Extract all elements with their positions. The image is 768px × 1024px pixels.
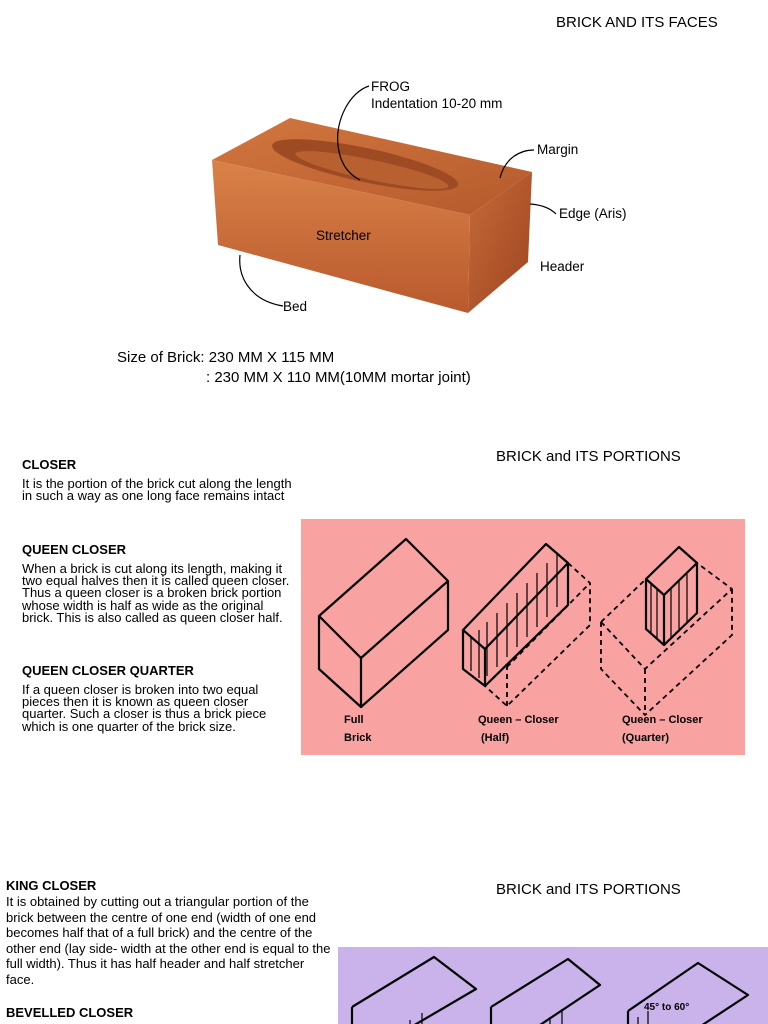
- king-closer-heading: KING CLOSER: [6, 878, 97, 893]
- page1-title: BRICK AND ITS FACES: [556, 14, 718, 31]
- frog-sub-label: Indentation 10-20 mm: [371, 96, 503, 111]
- stretcher-label: Stretcher: [316, 228, 371, 243]
- queen-half-caption-2: (Half): [481, 732, 510, 744]
- king-closer-drawing: [350, 955, 750, 1024]
- queen-half-caption-1: Queen – Closer: [478, 714, 559, 726]
- full-brick-caption-1: Full: [344, 714, 364, 726]
- queen-closer-half-drawing: [461, 542, 591, 707]
- page2-title: BRICK and ITS PORTIONS: [496, 448, 681, 465]
- queen-closer-text: When a brick is cut along its length, ma…: [22, 561, 290, 625]
- queen-quarter-caption-2: (Quarter): [622, 732, 670, 744]
- full-brick-caption-2: Brick: [344, 732, 372, 744]
- brick-size-line-1: Size of Brick: 230 MM X 115 MM: [117, 349, 335, 366]
- brick-portions-figure: Full Brick Queen – Closer (Half) Queen –…: [301, 519, 745, 755]
- queen-closer-quarter-drawing: [600, 545, 733, 716]
- brick-illustration: [212, 85, 557, 313]
- bed-label: Bed: [283, 299, 308, 314]
- king-closer-text: It is obtained by cutting out a triangul…: [6, 894, 331, 987]
- margin-label: Margin: [537, 142, 579, 157]
- brick-size-line-2: : 230 MM X 110 MM(10MM mortar joint): [206, 369, 471, 386]
- edge-label: Edge (Aris): [559, 206, 627, 221]
- queen-quarter-caption-1: Queen – Closer: [622, 714, 703, 726]
- king-closer-figure: 45° to 60°: [338, 947, 768, 1024]
- queen-closer-heading: QUEEN CLOSER: [22, 542, 127, 557]
- closer-text: It is the portion of the brick cut along…: [22, 476, 292, 504]
- page3-title: BRICK and ITS PORTIONS: [496, 881, 681, 898]
- closer-heading: CLOSER: [22, 457, 77, 472]
- frog-label: FROG: [371, 79, 410, 94]
- brick-stretcher-face: [212, 160, 470, 313]
- queen-quarter-text: If a queen closer is broken into two equ…: [22, 682, 267, 734]
- brick-portions-drawing: [317, 537, 733, 716]
- queen-quarter-heading: QUEEN CLOSER QUARTER: [22, 663, 194, 678]
- full-brick-drawing: [317, 537, 450, 709]
- brick-header-face: [468, 172, 532, 313]
- header-label: Header: [540, 259, 585, 274]
- bevel-angle-label: 45° to 60°: [644, 1002, 690, 1013]
- bevelled-closer-heading: BEVELLED CLOSER: [6, 1005, 134, 1020]
